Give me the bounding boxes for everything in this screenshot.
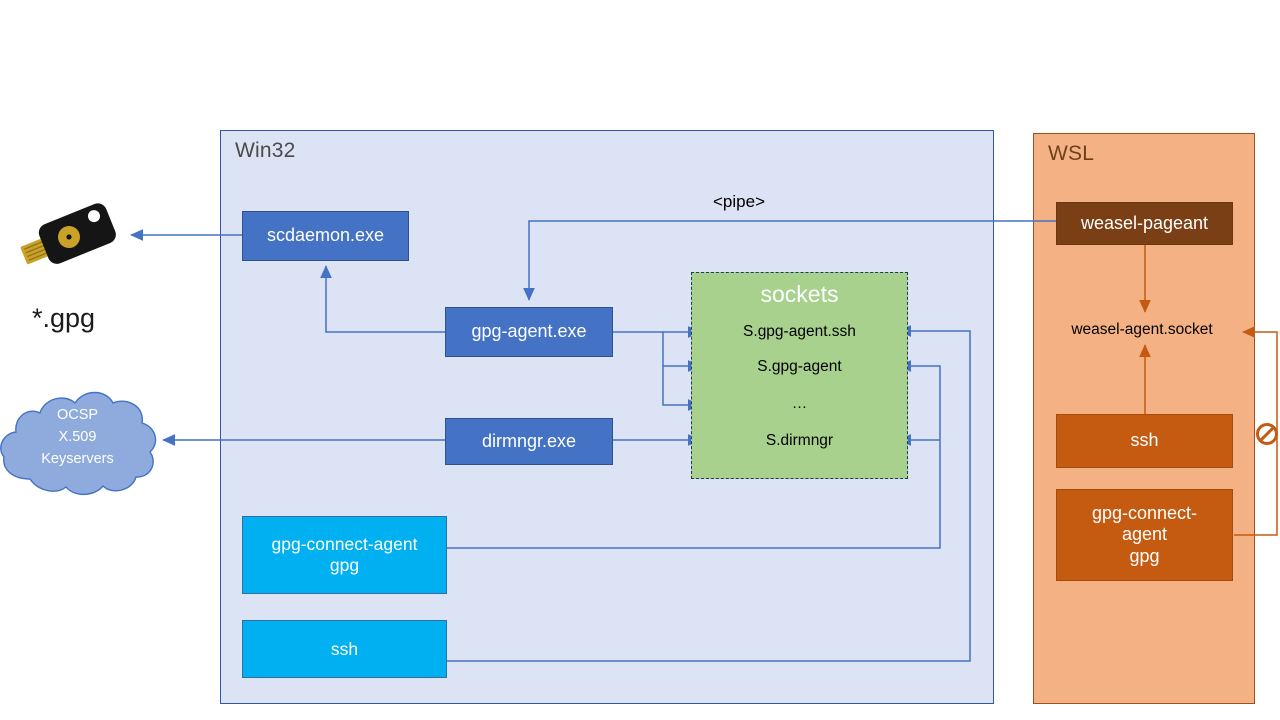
wsl-panel-title: WSL bbox=[1048, 142, 1095, 165]
gpg-file-label: *.gpg bbox=[32, 303, 96, 333]
yubikey-usb-security-key-icon bbox=[14, 196, 124, 278]
win32-panel-title: Win32 bbox=[235, 139, 296, 162]
process-box-gpg-connect-agent-wsl[interactable]: gpg-connect- agent gpg bbox=[1056, 489, 1233, 581]
socket-item-gpg-agent[interactable]: S.gpg-agent bbox=[757, 358, 842, 375]
process-label: ssh bbox=[1130, 430, 1159, 451]
process-box-gpg-agent[interactable]: gpg-agent.exe bbox=[445, 307, 613, 357]
socket-item-dirmngr[interactable]: S.dirmngr bbox=[765, 432, 834, 449]
no-entry-icon bbox=[1256, 423, 1278, 445]
socket-item-gpg-agent-ssh[interactable]: S.gpg-agent.ssh bbox=[743, 323, 856, 340]
process-label: gpg-connect-agent gpg bbox=[271, 534, 418, 575]
process-label: dirmngr.exe bbox=[481, 430, 577, 451]
pipe-label: <pipe> bbox=[713, 192, 765, 211]
process-label: scdaemon.exe bbox=[266, 225, 385, 246]
socket-item-ellipsis: … bbox=[791, 395, 808, 412]
process-label: ssh bbox=[330, 638, 359, 659]
process-box-ssh-win32[interactable]: ssh bbox=[242, 620, 447, 678]
process-box-ssh-wsl[interactable]: ssh bbox=[1056, 414, 1233, 468]
process-label: weasel-pageant bbox=[1080, 212, 1209, 233]
process-box-gpg-connect-agent-win32[interactable]: gpg-connect-agent gpg bbox=[242, 516, 447, 594]
process-box-dirmngr[interactable]: dirmngr.exe bbox=[445, 418, 613, 465]
wsl-socket-label[interactable]: weasel-agent.socket bbox=[1071, 321, 1213, 338]
process-label: gpg-connect- agent gpg bbox=[1091, 503, 1198, 566]
sockets-group: sockets S.gpg-agent.ssh S.gpg-agent … S.… bbox=[691, 272, 908, 479]
process-box-scdaemon[interactable]: scdaemon.exe bbox=[242, 211, 409, 261]
process-label: gpg-agent.exe bbox=[471, 321, 587, 342]
cloud-shape: OCSP X.509 Keyservers bbox=[0, 383, 162, 501]
process-box-weasel-pageant[interactable]: weasel-pageant bbox=[1056, 202, 1233, 245]
sockets-group-title: sockets bbox=[760, 281, 839, 307]
cloud-label: OCSP X.509 Keyservers bbox=[41, 407, 114, 467]
